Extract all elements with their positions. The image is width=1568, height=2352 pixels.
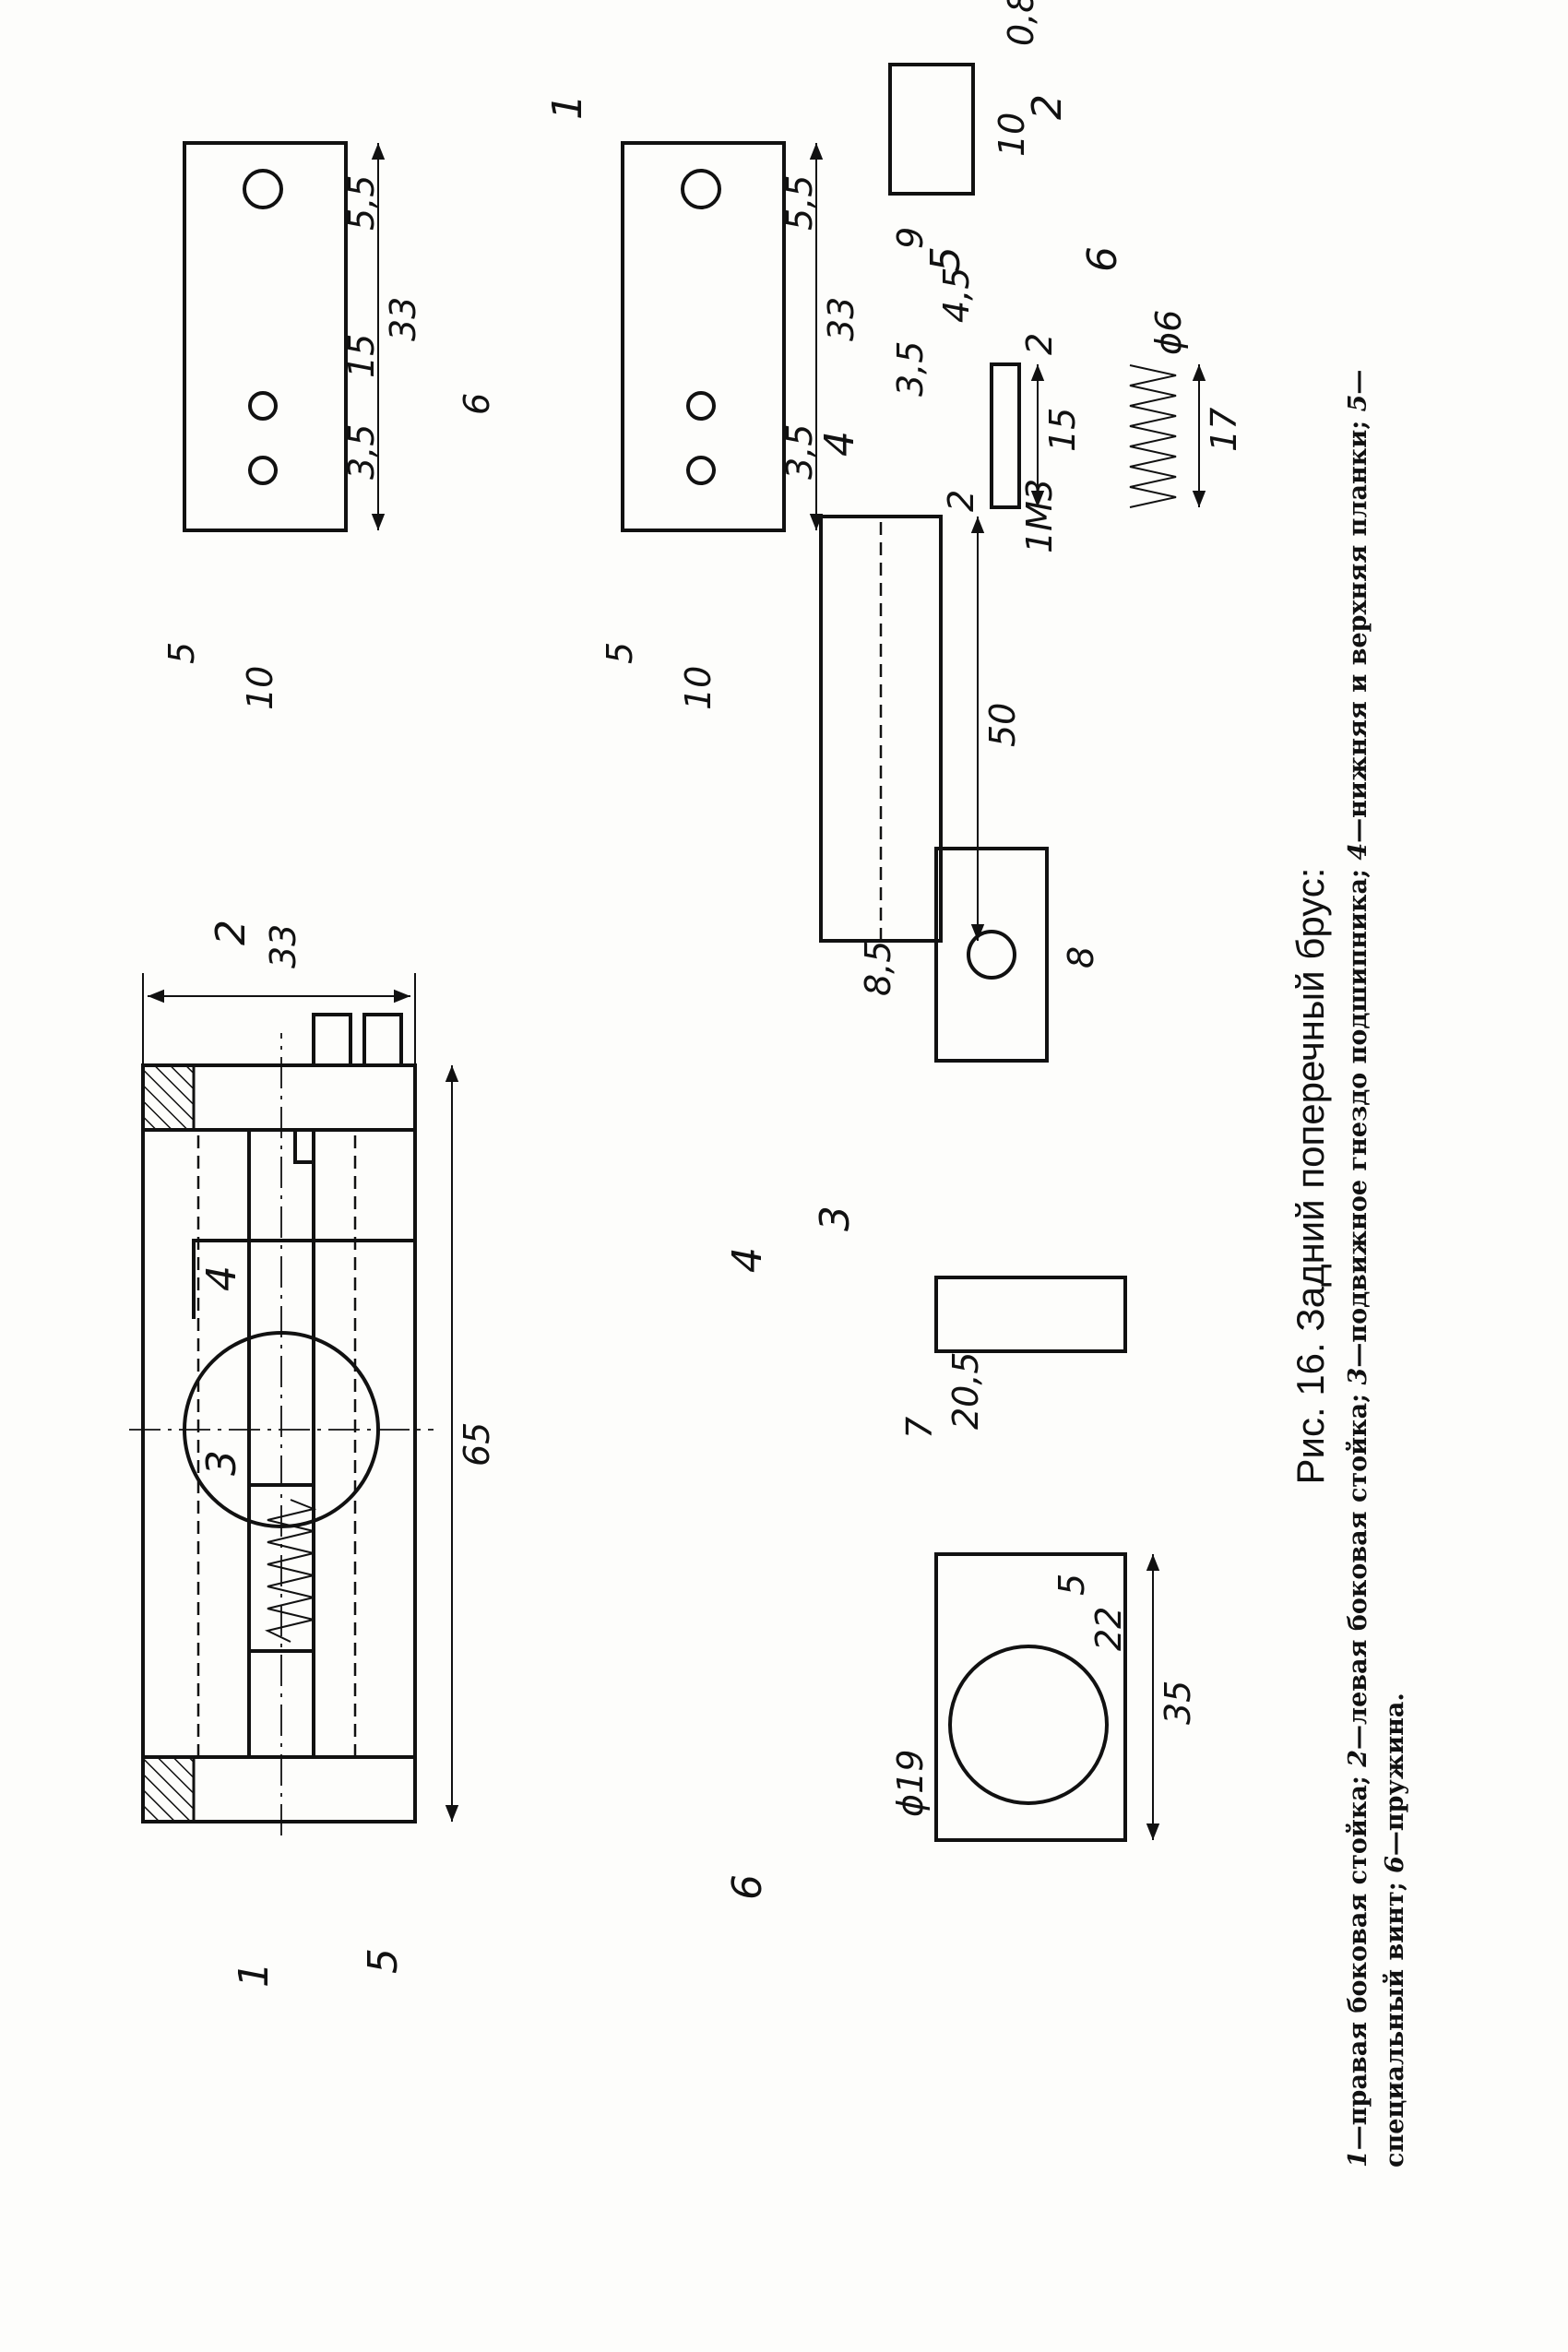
part-5-view: 15 2 1М3 5 [922,246,1083,553]
part1-dim-height: 33 [383,297,423,341]
part5-dim-length: 15 [1042,408,1083,452]
part2-dim-step: 4,5 [936,267,977,323]
legend-number: 1 [1344,2150,1372,2168]
legend-number: 6 [1381,1856,1409,1873]
part2-dim-hole-c: 3,5 [779,424,820,480]
callout-5: 5 [360,1948,407,1974]
legend-text: —правая боковая стойка; [1344,1766,1372,2151]
legend-number: 2 [1344,1749,1372,1767]
part4-dim-wall: 0,8 [1001,0,1041,46]
callout-4a: 4 [198,1265,245,1291]
part3-dim-slot-width: 7 [899,1417,940,1439]
part3-dim-inner: 22 [1088,1607,1129,1651]
part-2-views: 33 10 5 9 4,5 5,5 3,5 3,5 2 [600,94,1071,710]
part4-dim-length: 50 [982,703,1023,747]
part2-dim-hole-a: 5,5 [779,175,820,231]
part1-dim-hole-b: 15 [341,334,382,378]
legend-number: 4 [1344,842,1372,861]
assembly-dim-height: 33 [263,924,303,968]
part1-dim-offset: 5 [161,642,202,664]
part2-dim-offset: 5 [600,642,640,664]
part-4-views: 50 8,5 2 10 0,8 4 [816,0,1041,996]
part1-callout: 1 [544,94,591,120]
part-1-views: 33 10 5 5,5 15 3,5 6 1 [161,94,591,710]
part4-dim-height: 8,5 [858,941,898,996]
part2-callout: 2 [1024,94,1071,120]
callout-3: 3 [198,1450,245,1476]
part5-dim-thread: 1М3 [1019,479,1060,553]
part3-dim-height: 20,5 [945,1351,986,1430]
legend-text: —подвижное гнездо подшипника; [1344,860,1372,1368]
caption-title: Рис. 16. Задний поперечный брус: [1289,867,1332,1485]
part3-front [934,1552,1127,1842]
part5-screw [990,362,1021,509]
assembly-spring [265,1499,317,1643]
part5-dim-head: 2 [1019,333,1060,355]
figure-caption: Рис. 16. Задний поперечный брус: 1—права… [1287,184,1414,2168]
part6-dim-diameter: ϕ6 [1148,310,1189,355]
part6-spring: 17 ϕ6 6 [1079,246,1244,508]
part4-callout: 4 [816,431,863,457]
callout-4b: 4 [724,1247,771,1273]
part2-dim-height: 33 [821,297,861,341]
part2-front [621,141,786,532]
part6-dim-length: 17 [1204,408,1244,452]
assembly-dim-length: 65 [457,1422,497,1467]
callout-6: 6 [724,1874,771,1900]
part3-dim-width: 35 [1158,1681,1198,1725]
part1-dim-hole-a: 5,5 [341,175,382,231]
part3-dim-bore: ϕ19 [890,1750,931,1817]
part3-dim-thickness: 8 [1061,946,1101,968]
part4-section [888,63,975,196]
part3-callout: 3 [812,1206,859,1231]
section-hatch-2 [141,1063,196,1132]
part1-dim-hole-c: 3,5 [341,424,382,480]
legend-number: 5 [1344,394,1372,412]
part-3-views: 35 22 5 7 20,5 ϕ19 8 3 [812,847,1198,1842]
callout-2: 2 [208,920,255,945]
legend-text: —левая боковая стойка; [1344,1384,1372,1750]
section-hatch-1 [141,1755,196,1823]
callout-1: 1 [231,1962,278,1988]
part3-dim-slot-depth: 5 [1051,1574,1092,1596]
part4-dim-section-width: 10 [992,113,1032,157]
part3-side [934,847,1049,1063]
legend-text: —нижняя и верхняя планки; [1344,411,1372,843]
part1-dim-depth: 6 [457,393,497,415]
assembly-view: 33 65 1 2 3 4 4 5 6 [129,920,771,1988]
part2-dim-width: 10 [678,666,719,710]
part2-dim-slot: 9 [890,227,931,249]
legend-text: —пружина. [1381,1693,1409,1857]
legend-number: 3 [1344,1367,1372,1385]
part1-front [183,141,348,532]
part6-callout: 6 [1079,246,1126,272]
part5-callout: 5 [922,246,969,272]
part1-dim-width: 10 [240,666,280,710]
part4-dim-lip: 2 [941,490,981,512]
caption-legend: 1—правая боковая стойка; 2—левая боковая… [1340,184,1414,2168]
part2-dim-tab: 3,5 [890,341,931,397]
